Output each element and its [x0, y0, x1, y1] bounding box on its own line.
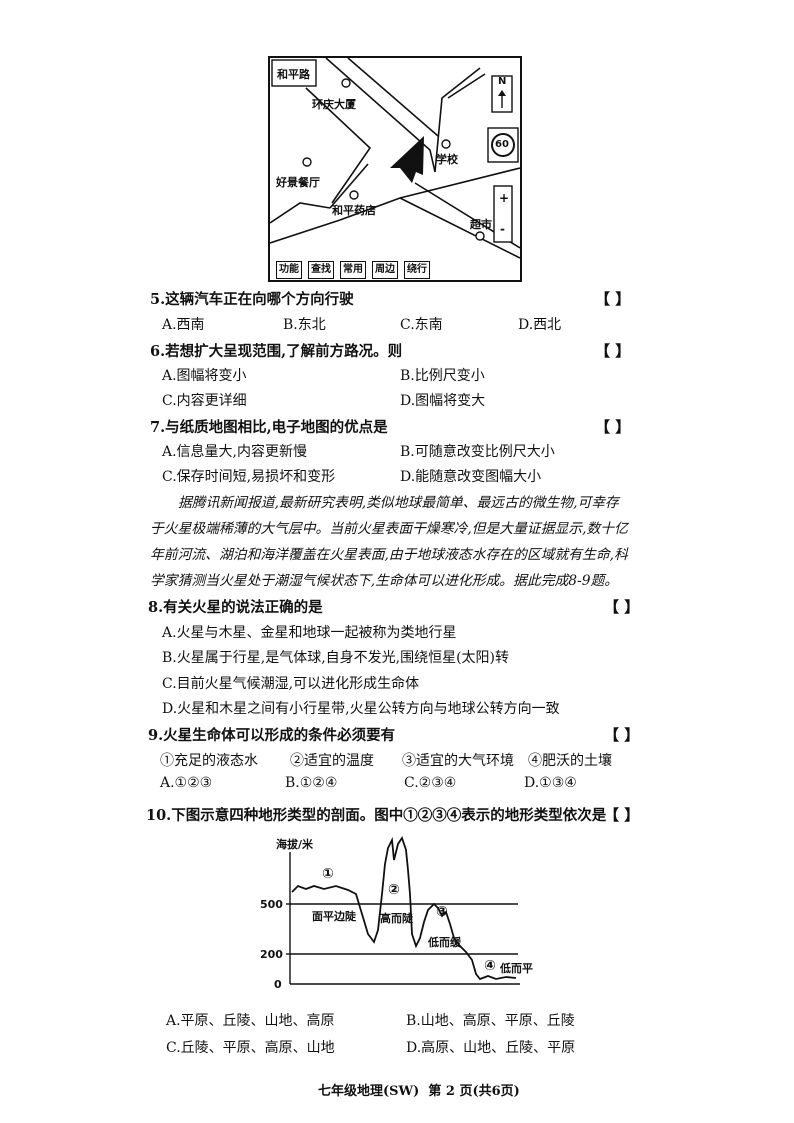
road-name-box [271, 59, 317, 87]
q9-option-b: B.①②④ [285, 775, 338, 791]
question-8-bracket: 【 】 [604, 598, 640, 616]
q7-option-c: C.保存时间短,易损坏和变形 [162, 469, 336, 485]
q10-option-b: B.山地、高原、平原、丘陵 [406, 1013, 575, 1029]
profile-label-4: 低而平 [500, 962, 533, 975]
school-marker [441, 139, 451, 149]
q9-condition-4: ④肥沃的土壤 [528, 753, 612, 769]
q8-option-a: A.火星与木星、金星和地球一起被称为类地行星 [162, 625, 457, 641]
haojing-marker [302, 157, 312, 167]
q6-option-d: D.图幅将变大 [400, 393, 486, 409]
q5-option-c: C.东南 [400, 317, 443, 333]
haojing-label: 好景餐厅 [276, 176, 320, 189]
road-line [329, 163, 369, 209]
road-line [325, 58, 436, 173]
profile-svg [286, 835, 520, 985]
q8-option-c: C.目前火星气候潮湿,可以进化形成生命体 [162, 676, 420, 692]
q9-option-a: A.①②③ [160, 775, 213, 791]
q7-option-d: D.能随意改变图幅大小 [400, 469, 542, 485]
map-button-search[interactable]: 查找 [308, 261, 334, 279]
terrain-curve [291, 835, 517, 981]
car-direction-arrow [390, 136, 424, 183]
question-8-stem: 8.有关火星的说法正确的是 [148, 599, 323, 616]
q10-option-c: C.丘陵、平原、高原、山地 [166, 1040, 335, 1056]
huanqing-label: 环庆大厦 [312, 98, 356, 111]
road-line [447, 73, 486, 99]
q7-option-a: A.信息量大,内容更新慢 [162, 444, 308, 460]
q9-condition-1: ①充足的液态水 [160, 753, 258, 769]
road-line [434, 67, 481, 173]
road-line [305, 87, 372, 204]
tick-label-200: 200 [260, 948, 283, 961]
profile-label-1: 面平边陡 [312, 910, 356, 923]
road-name-label: 和平路 [277, 68, 310, 81]
q9-condition-3: ③适宜的大气环境 [402, 753, 514, 769]
road-line [399, 197, 520, 259]
profile-ylabel: 海拔/米 [276, 838, 314, 851]
zoom-control [493, 185, 513, 243]
school-label: 学校 [436, 153, 458, 166]
map-roads [270, 58, 520, 259]
pharmacy-label: 和平药店 [332, 204, 376, 217]
map-button-common[interactable]: 常用 [340, 261, 366, 279]
tick-label-500: 500 [260, 898, 283, 911]
pharmacy-marker [349, 190, 359, 200]
supermarket-label: 超市 [470, 218, 492, 231]
question-9-stem: 9.火星生命体可以形成的条件必须要有 [148, 727, 396, 744]
tick-label-0: 0 [274, 978, 282, 991]
road-line [347, 58, 439, 137]
question-7-stem: 7.与纸质地图相比,电子地图的优点是 [150, 419, 388, 436]
profile-label-2: 高而陡 [380, 912, 413, 925]
q6-option-a: A.图幅将变小 [162, 368, 247, 384]
speed-limit-sign [491, 133, 515, 157]
speed-limit-label: 60 [495, 139, 509, 150]
question-10-stem: 10.下图示意四种地形类型的剖面。图中①②③④表示的地形类型依次是 [146, 807, 607, 824]
q8-option-d: D.火星和木星之间有小行星带,火星公转方向与地球公转方向一致 [162, 701, 560, 717]
q10-option-d: D.高原、山地、丘陵、平原 [406, 1040, 576, 1056]
q9-condition-2: ②适宜的温度 [290, 753, 374, 769]
supermarket-marker [475, 231, 485, 241]
zoom-in-button[interactable]: + [499, 191, 510, 205]
reading-passage: 据腾讯新闻报道,最新研究表明,类似地球最简单、最远古的微生物,可幸存于火星极端稀… [150, 495, 628, 589]
q7-option-b: B.可随意改变比例尺大小 [400, 444, 555, 460]
question-9-bracket: 【 】 [604, 726, 640, 744]
q5-option-b: B.东北 [283, 317, 326, 333]
road-line [270, 202, 331, 224]
marker-4: ④ [484, 958, 496, 974]
q6-option-c: C.内容更详细 [162, 393, 247, 409]
q10-option-a: A.平原、丘陵、山地、高原 [166, 1013, 335, 1029]
q8-option-b: B.火星属于行星,是气体球,自身不发光,围绕恒星(太阳)转 [162, 650, 510, 666]
electronic-map: 和平路 环庆大厦 好景餐厅 和平药店 学校 超市 N 60 + - 功能 查找 … [268, 56, 522, 282]
map-button-nearby[interactable]: 周边 [372, 261, 398, 279]
question-10-bracket: 【 】 [604, 806, 640, 824]
marker-3: ③ [436, 904, 448, 920]
question-6-stem: 6.若想扩大呈现范围,了解前方路况。则 [150, 343, 403, 360]
road-line [270, 219, 341, 244]
map-button-detour[interactable]: 绕行 [404, 261, 430, 279]
question-5-stem: 5.这辆汽车正在向哪个方向行驶 [150, 291, 354, 308]
q5-option-d: D.西北 [518, 317, 562, 333]
terrain-profile: 海拔/米 500 200 0 ① ② ③ ④ 面平边陡 高而陡 低而缓 低而平 [260, 834, 533, 994]
north-label: N [498, 76, 507, 87]
q9-option-d: D.①③④ [524, 775, 577, 791]
map-button-function[interactable]: 功能 [276, 261, 302, 279]
q6-option-b: B.比例尺变小 [400, 368, 485, 384]
page-footer: 七年级地理(SW) 第 2 页(共6页) [318, 1084, 520, 1099]
marker-1: ① [322, 866, 334, 882]
question-6-bracket: 【 】 [595, 342, 631, 360]
q9-option-c: C.②③④ [404, 775, 457, 791]
question-5-bracket: 【 】 [595, 290, 631, 308]
profile-label-3: 低而缓 [428, 936, 461, 949]
huanqing-marker [341, 78, 351, 88]
q5-option-a: A.西南 [162, 317, 205, 333]
question-7-bracket: 【 】 [595, 418, 631, 436]
marker-2: ② [388, 882, 400, 898]
zoom-out-button[interactable]: - [500, 222, 505, 236]
